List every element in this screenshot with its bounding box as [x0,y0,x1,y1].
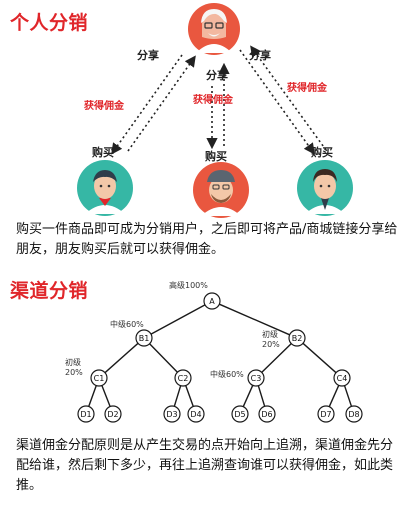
sharer-avatar-icon [188,3,240,55]
tree-node-b1: B1 [135,329,153,347]
tree-node-c2: C2 [174,369,192,387]
tree-node-label: C3 [251,374,262,383]
tree-edge-C1-D2 [101,385,111,407]
commission-label-middle: 获得佣金 [193,95,233,106]
tree-node-label: C1 [94,374,105,383]
tree-edge-C4-D7 [328,385,340,407]
level-label-top: 高级100% [169,281,208,290]
tree-edge-C2-D3 [173,385,182,407]
tree-node-label: D2 [107,410,118,419]
channel-description: 渠道佣金分配原则是从产生交易的点开始向上追溯，渠道佣金先分配给谁，然后剩下多少，… [16,438,394,493]
tree-node-label: D3 [166,410,177,419]
level-label-mid-left: 中级60% [110,320,144,329]
tree-edge-B1-C1 [104,342,139,374]
personal-description: 购买一件商品即可成为分销用户，之后即可将产品/商城链接分享给朋友，朋友购买后就可… [16,222,398,257]
tree-node-label: D1 [80,410,91,419]
commission-label-left: 获得佣金 [84,101,124,112]
tree-edge-B1-C2 [149,343,178,373]
tree-edge-C3-D5 [242,385,254,407]
tree-edge-C3-D6 [257,385,266,407]
tree-node-c4: C4 [333,369,351,387]
commission-arrow-left [127,55,196,152]
buyer-avatar-left-icon [77,160,133,216]
tree-node-b2: B2 [288,329,306,347]
tree-node-label: C2 [178,374,189,383]
tree-node-d7: D7 [317,405,335,423]
tree-edge-A-B1 [150,304,206,335]
tree-node-label: D6 [261,410,272,419]
tree-edge-A-B2 [219,303,290,336]
buyer-avatar-middle-icon [193,162,249,218]
tree-node-a: A [203,292,221,310]
tree-edge-C4-D8 [343,385,353,407]
tree-node-label: D8 [348,410,359,419]
share-arrow-right [239,49,315,155]
tree-edge-B2-C3 [261,343,292,373]
commission-arrow-right [250,45,327,151]
tree-edge-C1-D1 [88,385,97,407]
buyer-avatar-right-icon [297,160,353,216]
tree-node-label: B1 [139,334,150,343]
tree-node-d4: D4 [187,405,205,423]
tree-edge-B2-C4 [302,342,337,374]
share-label-right: 分享 [249,49,271,62]
share-label-left: 分享 [137,49,159,62]
personal-section-title: 个人分销 [10,12,89,34]
buy-label-right: 购买 [311,146,333,159]
buy-label-left: 购买 [92,146,114,159]
tree-node-label: C4 [337,374,348,383]
tree-node-d5: D5 [231,405,249,423]
tree-edge-C2-D4 [185,385,194,407]
tree-node-d6: D6 [258,405,276,423]
level-label-mid-right: 初级 20% [262,330,280,349]
tree-node-label: D5 [234,410,245,419]
tree-node-d8: D8 [345,405,363,423]
tree-node-c1: C1 [90,369,108,387]
tree-node-label: D4 [190,410,201,419]
tree-node-label: A [209,297,215,306]
tree-node-c3: C3 [247,369,265,387]
tree-node-d2: D2 [104,405,122,423]
tree-node-label: D7 [320,410,331,419]
buy-label-middle: 购买 [205,150,227,163]
tree-node-d1: D1 [77,405,95,423]
share-label-middle: 分享 [206,69,228,82]
tree-node-label: B2 [292,334,303,343]
level-label-low-mid: 中级60% [210,370,244,379]
commission-label-right: 获得佣金 [287,83,327,94]
tree-node-d3: D3 [163,405,181,423]
channel-section-title: 渠道分销 [10,280,89,302]
level-label-low-left: 初级 20% [65,358,83,377]
